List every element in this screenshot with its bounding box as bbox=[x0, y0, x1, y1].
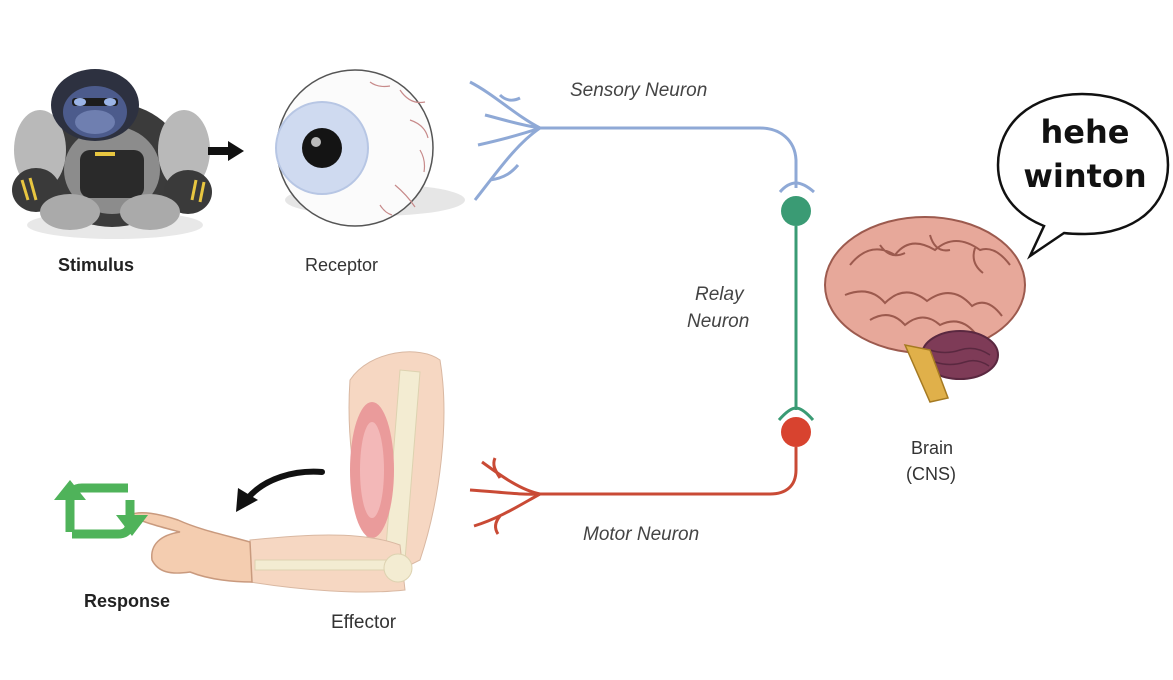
response-label: Response bbox=[84, 591, 171, 611]
brain-icon bbox=[824, 216, 1026, 403]
stimulus-label: Stimulus bbox=[58, 255, 135, 275]
speech-bubble-line2: winton bbox=[1023, 157, 1147, 195]
gorilla-plush-icon bbox=[12, 69, 212, 239]
relay-neuron-label-line1: Relay bbox=[695, 284, 744, 305]
motor-neuron-label: Motor Neuron bbox=[583, 524, 700, 545]
eyeball-icon bbox=[275, 69, 465, 227]
repeat-arrows-icon bbox=[54, 480, 148, 539]
relay-neuron bbox=[777, 196, 815, 421]
receptor-label: Receptor bbox=[305, 255, 379, 275]
motor-neuron bbox=[469, 417, 811, 535]
sensory-neuron-label: Sensory Neuron bbox=[570, 80, 708, 101]
relay-neuron-label-line2: Neuron bbox=[687, 311, 750, 332]
speech-bubble bbox=[996, 92, 1170, 260]
speech-bubble-line1: hehe bbox=[1040, 113, 1130, 151]
brain-label-line1: Brain bbox=[911, 438, 954, 458]
sensory-neuron bbox=[469, 80, 815, 201]
stimulus-arrow-icon bbox=[208, 141, 244, 161]
motion-arrow-icon bbox=[236, 468, 325, 512]
speech-bubble-text: hehe winton bbox=[1000, 110, 1170, 198]
brain-label-line2: (CNS) bbox=[906, 464, 956, 484]
effector-label: Effector bbox=[331, 612, 397, 633]
arm-muscle-icon bbox=[128, 351, 445, 593]
